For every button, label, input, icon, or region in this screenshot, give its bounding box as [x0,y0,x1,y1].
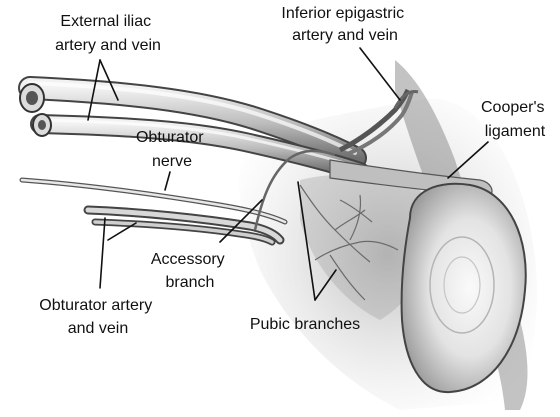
leader-accessory-branch [219,199,263,243]
pubic-bone [400,182,527,394]
label-accessory-branch: Accessory branch [151,251,229,291]
pubic-branch-vessels [299,184,399,301]
leader-inferior-epigastric [359,47,401,101]
leader-obturator-artery-2 [107,222,137,241]
leader-obturator-nerve [164,171,171,191]
leader-external-iliac-2 [99,59,119,101]
inferior-epigastric-vessels [338,88,419,157]
label-pubic-branches: Pubic branches [250,316,360,333]
label-external-iliac: External iliac artery and vein [55,13,161,54]
label-coopers-ligament: Cooper's ligament [481,99,549,140]
label-inferior-epigastric: Inferior epigastric artery and vein [281,5,408,44]
obturator-nerve-shape [19,177,288,225]
leader-lines [87,47,489,301]
leader-pubic-branches-2 [314,269,337,301]
leader-coopers [447,141,489,179]
label-obturator-artery: Obturator artery and vein [39,297,156,337]
accessory-branch-vessel [253,149,336,231]
diagram-labels: External iliac artery and vein Inferior … [39,5,549,337]
external-iliac-vessels [18,76,370,182]
leader-external-iliac-1 [87,59,101,121]
label-obturator-nerve: Obturator nerve [136,129,208,170]
leader-obturator-artery-1 [99,217,106,289]
leader-pubic-branches-1 [297,181,316,301]
